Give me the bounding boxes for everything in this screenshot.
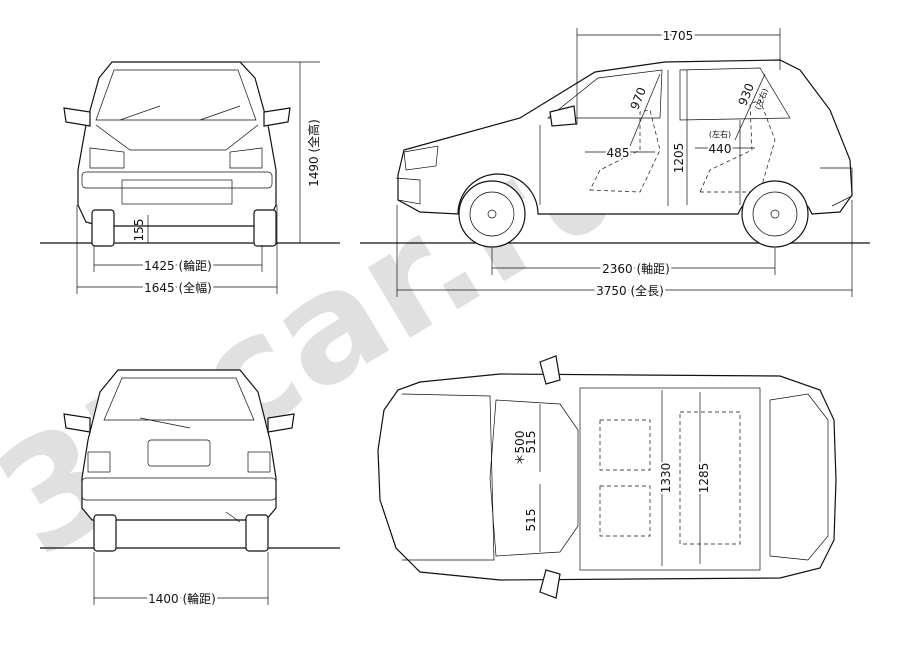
top-rear-glass [769,393,829,561]
side-wheel-front [458,180,526,248]
side-view: 1705 970 930 (左右) 485 (左右) 440 1205 2360… [360,27,870,301]
top-rear-shoulder-label: 1285 [697,463,711,494]
front-view: 1490 (全高) 155 1425 (輪距) 1645 (全幅) [40,61,340,298]
side-top-length-label: 1705 [663,29,694,43]
side-body-outline [397,59,853,215]
front-width-label: 1645 (全幅) [144,280,212,295]
front-clearance-label: 155 [132,219,146,242]
rear-light-right [247,451,271,473]
front-wipers [119,105,241,121]
rear-window [103,377,255,421]
top-seat-rear [679,411,741,545]
top-mirror-right [539,569,561,599]
front-headlight-left [89,147,125,169]
side-window-rear [679,67,791,121]
front-tyre-right [253,209,277,247]
top-body-outline [377,373,837,581]
side-wheelbase-label: 2360 (軸距) [602,262,670,276]
side-front-legroom-label: 485 [607,146,630,160]
front-tyre-left [91,209,115,247]
rear-bumper [81,477,277,501]
side-interior-note: (左右) [709,129,731,139]
rear-exhaust [225,511,241,523]
side-front-headroom-dimline [629,73,661,147]
side-door-front [539,70,669,206]
rear-tyre-left [93,514,117,552]
top-windshield [489,399,579,557]
side-seat-rear [699,99,776,193]
front-height-label: 1490 (全高) [306,119,321,187]
rear-plate-recess [147,439,211,467]
front-grille [121,179,233,205]
side-rear-headroom-dimline [734,73,766,141]
side-interior-height-label: 1205 [672,143,686,174]
side-length-label: 3750 (全長) [596,283,664,298]
top-view: 515 ＊500 515 1330 1285 [377,355,837,599]
front-headlight-right [229,147,263,169]
side-front-bumper [395,177,421,205]
top-mirror-left [539,355,561,385]
rear-body-outline [81,369,277,521]
front-bumper [81,171,273,189]
top-seat-note-label: ＊500 [513,431,527,466]
top-seat-width-upper-label: 515 [524,431,538,454]
rear-wiper [139,417,191,429]
front-mirror-left [63,107,91,127]
rear-light-left [87,451,111,473]
rear-mirror-left [63,413,91,433]
side-rear-bumper [820,167,853,207]
top-seat-front [599,419,651,537]
top-roof [579,387,761,571]
top-seat-width-lower-label: 515 [524,509,538,532]
rear-mirror-right [267,413,295,433]
side-wheel-rear [741,180,809,248]
top-hood [401,393,495,561]
rear-track-label: 1400 (輪距) [148,591,216,606]
front-hood [95,124,259,151]
side-rear-legroom-label: 440 [709,142,732,156]
side-headlight [403,145,439,171]
top-front-shoulder-label: 1330 [659,463,673,494]
rear-view: 1400 (輪距) [40,369,340,609]
side-seat-front [589,109,661,193]
front-mirror-right [263,107,291,127]
front-track-label: 1425 (輪距) [144,258,212,273]
rear-tyre-right [245,514,269,552]
front-windshield [95,69,257,121]
side-window-front [547,69,663,119]
side-mirror [549,105,577,127]
